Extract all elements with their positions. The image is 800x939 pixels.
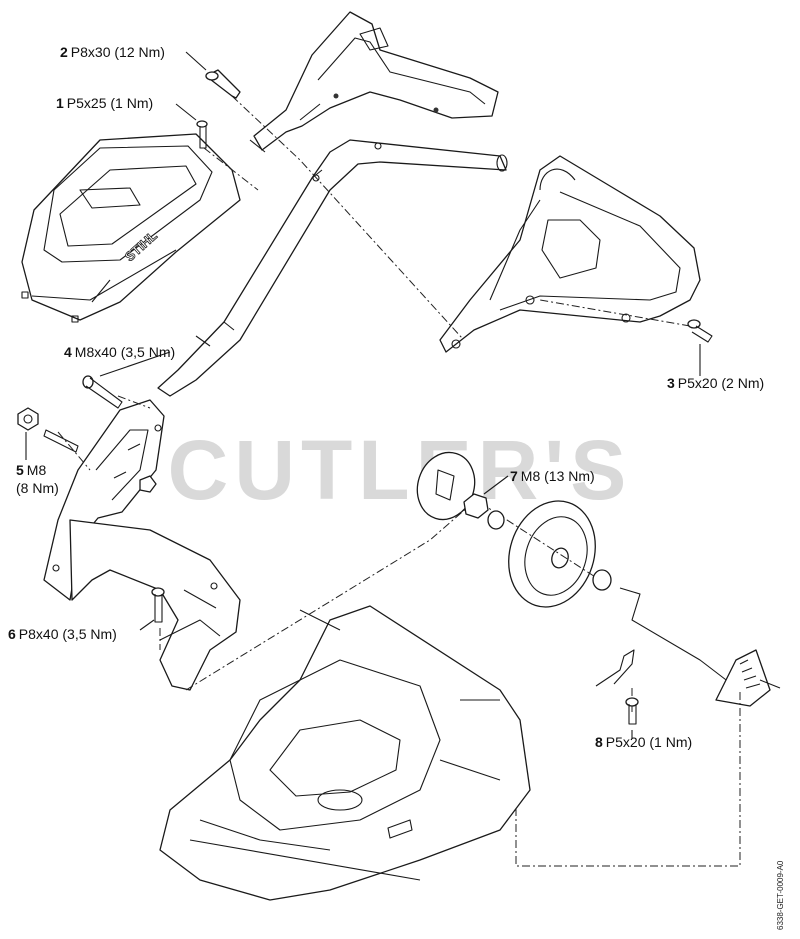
callout-part-5-torque: (8 Nm) [16,480,59,497]
part-number: 3 [667,375,675,391]
part-number: 5 [16,462,24,478]
hub-cap [416,451,476,521]
upper-handle [249,11,499,153]
part-spec: M8x40 (3,5 Nm) [74,344,176,360]
part-number: 7 [510,468,518,484]
handle-control-grip [439,155,701,353]
wheel [508,500,596,608]
battery-cover: STIHL [21,133,241,323]
part-spec: M8 (13 Nm) [520,468,595,484]
part-number: 1 [56,95,64,111]
part-spec: P8x40 (3,5 Nm) [18,626,117,642]
watermark: CUTLER'S [167,423,633,517]
mower-deck [159,605,531,901]
bolt-4 [82,375,123,409]
drawing-code: 6338-GET-0009-A0 [776,860,785,930]
part-number: 4 [64,344,72,360]
part-spec: P5x25 (1 Nm) [66,95,154,111]
part-spec: (8 Nm) [16,480,59,496]
part-number: 8 [595,734,603,750]
nut-7 [463,493,612,591]
screw-2 [205,69,241,99]
part-spec: P8x30 (12 Nm) [70,44,165,60]
height-adjuster-axle [595,587,781,707]
screw-6 [151,587,165,623]
part-spec: P5x20 (1 Nm) [605,734,693,750]
part-number: 6 [8,626,16,642]
part-spec: M8 [26,462,47,478]
leader-lines [25,51,701,738]
lower-handle-bracket [43,399,241,691]
screw-1 [196,120,208,149]
screw-8 [625,697,639,725]
nut-5 [17,407,157,493]
screw-3 [687,319,713,343]
handle-tube [157,139,508,397]
part-number: 2 [60,44,68,60]
part-spec: P5x20 (2 Nm) [677,375,765,391]
